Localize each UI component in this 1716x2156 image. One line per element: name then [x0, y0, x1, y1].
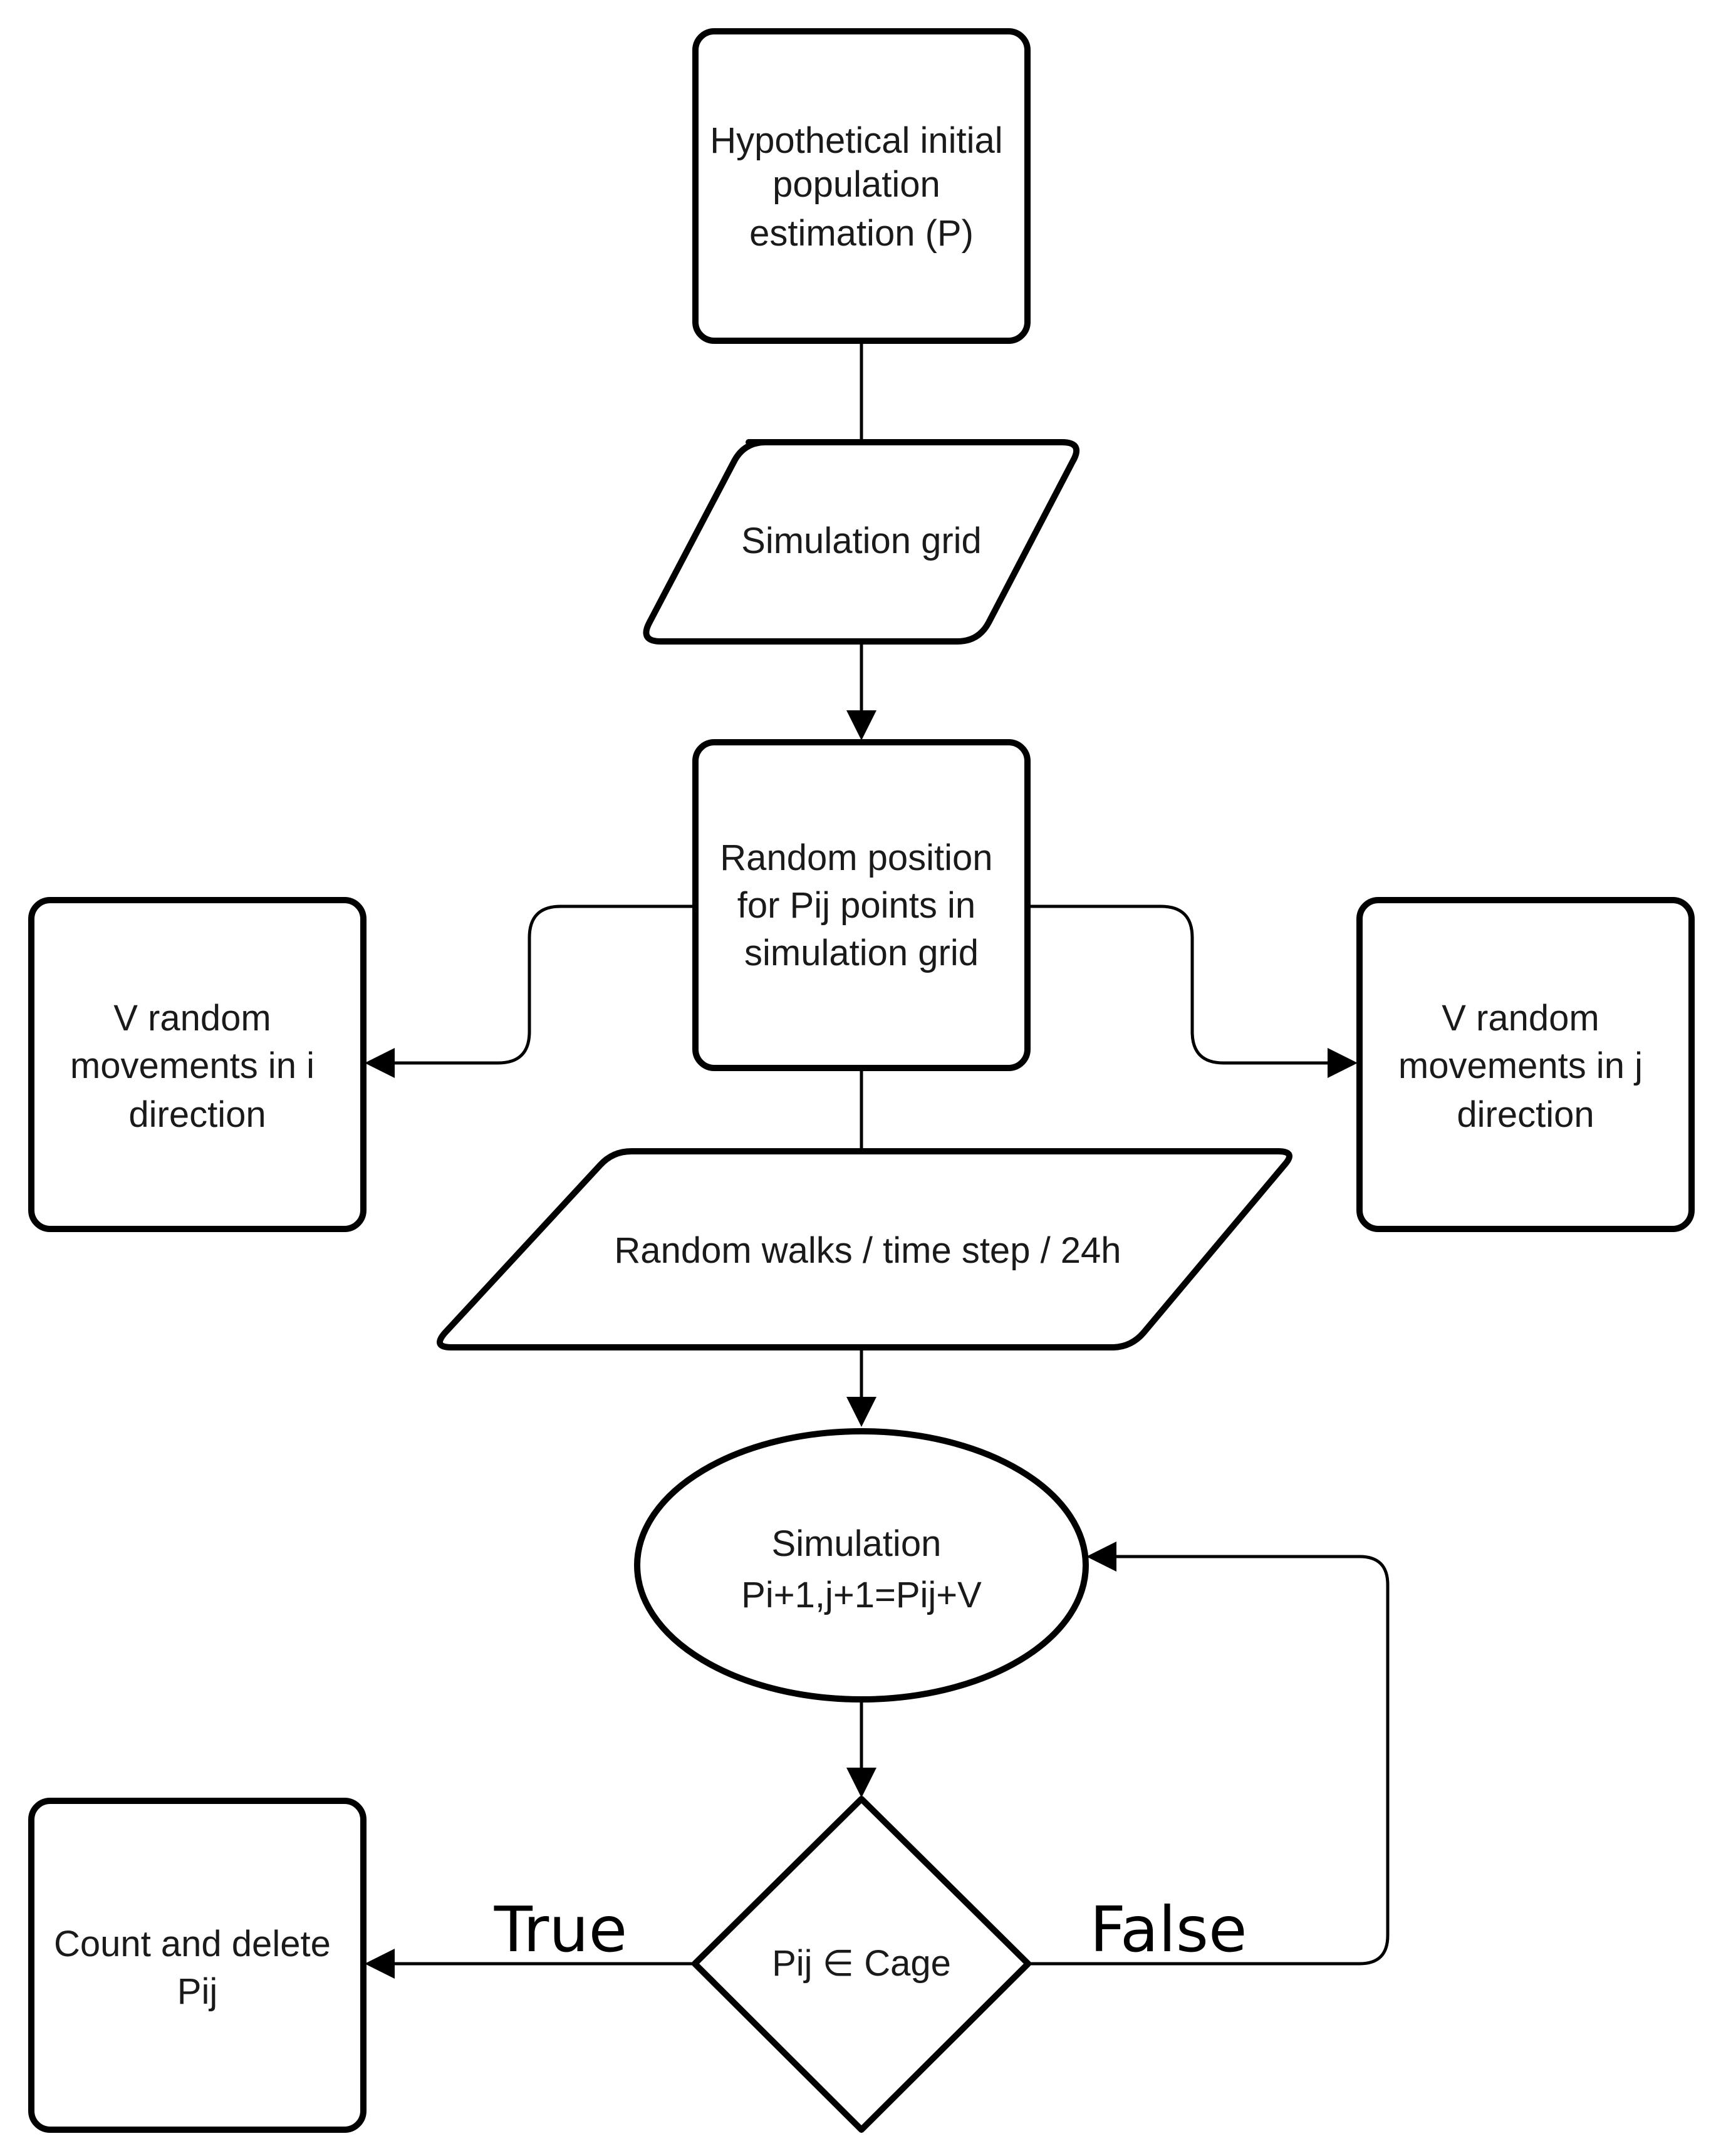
data-parallelogram — [643, 439, 1080, 645]
node-decision-label: Pij ∈ Cage — [772, 1943, 951, 1984]
arrowhead-decision-true — [365, 1949, 395, 1979]
process-box — [28, 1798, 367, 2133]
node-count-delete-label: Count and delete Pij — [54, 1924, 341, 2012]
data-parallelogram — [437, 1148, 1292, 1350]
process-box — [692, 739, 1031, 1071]
arrowhead-simulation-to-decision — [846, 1768, 876, 1798]
node-movements-j-label: V random movements in j direction — [1398, 998, 1653, 1135]
decision-diamond — [692, 1796, 1031, 2133]
node-random-walks: Random walks / time step / 24h — [437, 1148, 1292, 1350]
node-initial-population-label: Hypothetical initial population estimati… — [710, 120, 1013, 254]
true-label: True — [494, 1893, 627, 1966]
edge-position-to-movements-j — [1027, 904, 1333, 1065]
node-movements-j: V random movements in j direction — [1356, 897, 1695, 1232]
connectors — [365, 341, 1390, 1979]
arrowhead-grid-to-position — [846, 710, 876, 740]
edge-position-to-movements-i — [388, 904, 694, 1065]
false-label: False — [1089, 1893, 1247, 1966]
process-box — [1356, 897, 1695, 1232]
arrowhead-position-to-movements-j — [1328, 1048, 1358, 1078]
node-simulation-label: Simulation Pi+1,j+1=Pij+V — [741, 1523, 982, 1615]
node-random-position: Random position for Pij points in simula… — [692, 739, 1031, 1071]
node-random-position-label: Random position for Pij points in simula… — [720, 837, 1002, 973]
edge-decision-false-loop — [1028, 1555, 1390, 1966]
arrowhead-position-to-movements-i — [365, 1048, 395, 1078]
node-simulation: Simulation Pi+1,j+1=Pij+V — [634, 1428, 1089, 1703]
arrowhead-decision-false-loop — [1086, 1542, 1116, 1572]
node-initial-population: Hypothetical initial population estimati… — [692, 28, 1031, 344]
process-box — [692, 28, 1031, 344]
process-box — [28, 897, 367, 1232]
node-simulation-grid-label: Simulation grid — [741, 521, 982, 561]
node-count-delete: Count and delete Pij — [28, 1798, 367, 2133]
simulation-ellipse — [634, 1428, 1089, 1703]
node-random-walks-label: Random walks / time step / 24h — [614, 1230, 1121, 1271]
node-simulation-grid: Simulation grid — [643, 439, 1080, 645]
arrowhead-walks-to-simulation — [846, 1397, 876, 1427]
node-movements-i-label: V random movements in i direction — [70, 998, 325, 1135]
node-movements-i: V random movements in i direction — [28, 897, 367, 1232]
node-decision: Pij ∈ Cage — [692, 1796, 1031, 2133]
